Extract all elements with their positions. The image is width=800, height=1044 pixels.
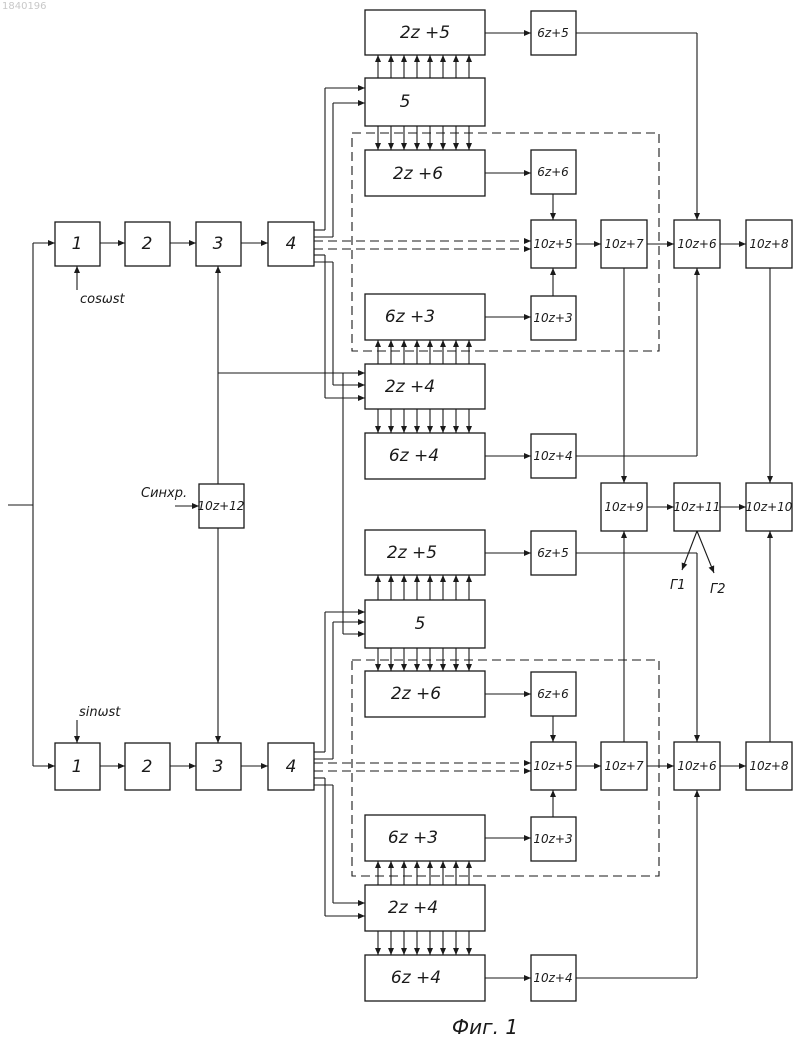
label-bot-10z7: 10z+7: [604, 759, 644, 773]
label-bot-2z4: 2z +4: [388, 898, 438, 918]
label-top-6z3: 6z +3: [385, 307, 435, 327]
label-sin-1: 1: [72, 757, 83, 777]
label-mid-10z9: 10z+9: [604, 500, 643, 514]
label-top-2z6: 2z +6: [393, 164, 443, 184]
label-bot-6z3: 6z +3: [388, 828, 438, 848]
label-top-2z5: 2z +5: [400, 23, 450, 43]
sheet-stamp: 1840196: [2, 1, 47, 12]
label-top-10z7: 10z+7: [604, 237, 644, 251]
label-sync-generator: 10z+12: [198, 499, 245, 513]
figure-caption: Фиг. 1: [452, 1015, 518, 1039]
label-top-10z8: 10z+8: [749, 237, 789, 251]
label-top-10z5: 10z+5: [533, 237, 572, 251]
output-g2: Г2: [710, 582, 726, 597]
signal-sync: Синхр.: [141, 486, 187, 501]
signal-sin-input: sinωst: [79, 705, 121, 720]
label-top-6z6: 6z+6: [537, 165, 569, 179]
label-sin-3: 3: [213, 757, 224, 777]
label-sin-2: 2: [142, 757, 153, 777]
label-top-6z4: 6z +4: [389, 446, 439, 466]
label-bot-10z3: 10z+3: [533, 832, 572, 846]
label-bot-6z4: 6z +4: [391, 968, 441, 988]
label-bot-10z5: 10z+5: [533, 759, 572, 773]
label-top-5: 5: [400, 92, 411, 112]
label-bot-2z5: 2z +5: [387, 543, 437, 563]
label-bot-10z8: 10z+8: [749, 759, 789, 773]
label-mid-10z11: 10z+11: [674, 500, 721, 514]
label-sin-4: 4: [286, 757, 297, 777]
label-bot-5: 5: [415, 614, 426, 634]
label-top-10z6: 10z+6: [677, 237, 717, 251]
label-bot-10z6: 10z+6: [677, 759, 717, 773]
label-cos-2: 2: [142, 234, 153, 254]
label-mid-10z10: 10z+10: [746, 500, 793, 514]
label-bot-10z4: 10z+4: [533, 971, 572, 985]
block-top-5: [365, 78, 485, 126]
label-cos-1: 1: [72, 234, 83, 254]
signal-cos-input: cosωst: [80, 292, 126, 307]
label-cos-3: 3: [213, 234, 224, 254]
output-g1: Г1: [670, 578, 686, 593]
label-cos-4: 4: [286, 234, 297, 254]
label-bot-6z5: 6z+5: [537, 546, 569, 560]
label-top-10z3: 10z+3: [533, 311, 572, 325]
label-top-6z5: 6z+5: [537, 26, 569, 40]
label-bot-2z6: 2z +6: [391, 684, 441, 704]
label-top-10z4: 10z+4: [533, 449, 572, 463]
label-top-2z4: 2z +4: [385, 377, 435, 397]
label-bot-6z6: 6z+6: [537, 687, 569, 701]
